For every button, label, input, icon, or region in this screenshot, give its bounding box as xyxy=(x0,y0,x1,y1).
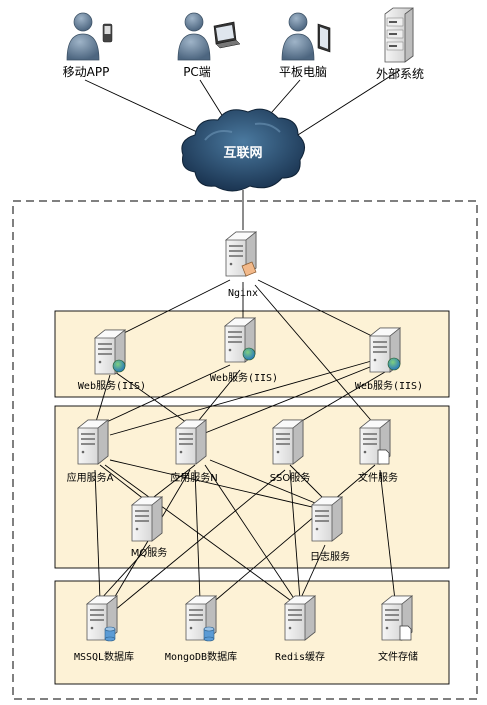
database-server-icon xyxy=(86,595,118,642)
client-mobile-app: 移动APP xyxy=(63,12,113,79)
server-icon xyxy=(175,419,207,465)
file-server-icon xyxy=(381,595,413,641)
file-storage: 文件存储 xyxy=(378,595,418,663)
app-server-n: 应用服务N xyxy=(170,419,218,484)
mq-server-label: MQ服务 xyxy=(131,546,168,559)
gateway-label: Nginx xyxy=(228,288,258,299)
mongodb-database: MongoDB数据库 xyxy=(165,595,237,663)
mq-server: MQ服务 xyxy=(131,496,168,559)
file-service: 文件服务 xyxy=(358,419,398,484)
web-server-icon xyxy=(369,327,401,373)
cloud-label: 互联网 xyxy=(223,146,262,161)
web-server-label: Web服务(IIS) xyxy=(210,371,278,384)
web-server-3: Web服务(IIS) xyxy=(355,327,423,392)
app-server-a: 应用服务A xyxy=(67,419,114,484)
server-icon xyxy=(311,496,343,542)
web-server-1: Web服务(IIS) xyxy=(78,329,146,392)
server-icon xyxy=(225,231,257,277)
user-laptop-icon xyxy=(177,12,241,61)
globe-icon xyxy=(387,357,401,371)
server-icon xyxy=(284,595,316,641)
client-label: PC端 xyxy=(183,65,211,79)
redis-cache: Redis缓存 xyxy=(275,595,325,663)
web-server-icon xyxy=(94,329,126,375)
client-label: 移动APP xyxy=(63,65,110,79)
log-server: 日志服务 xyxy=(310,496,350,563)
web-server-label: Web服务(IIS) xyxy=(78,379,146,392)
file-service-label: 文件服务 xyxy=(358,471,398,484)
sso-server: SSO服务 xyxy=(270,419,311,484)
log-server-label: 日志服务 xyxy=(310,550,350,563)
connection-lines xyxy=(84,69,401,611)
server-icon xyxy=(131,496,163,542)
client-pc: PC端 xyxy=(177,12,241,79)
server-rack-icon xyxy=(384,7,414,63)
user-mobile-icon xyxy=(66,12,113,61)
server-icon xyxy=(272,419,304,465)
data-store-label: MSSQL数据库 xyxy=(74,650,134,663)
mssql-database: MSSQL数据库 xyxy=(74,595,134,663)
client-tablet: 平板电脑 xyxy=(279,12,331,79)
app-server-label: 应用服务N xyxy=(170,471,217,484)
nginx-gateway: Nginx xyxy=(225,231,258,299)
data-store-label: MongoDB数据库 xyxy=(165,650,237,663)
web-server-icon xyxy=(224,317,256,363)
database-server-icon xyxy=(185,595,217,642)
data-store-label: 文件存储 xyxy=(378,650,418,663)
data-store-label: Redis缓存 xyxy=(275,650,325,663)
database-icon xyxy=(104,626,116,642)
web-server-label: Web服务(IIS) xyxy=(355,379,423,392)
globe-icon xyxy=(112,359,126,373)
web-server-2: Web服务(IIS) xyxy=(210,317,278,384)
sso-server-label: SSO服务 xyxy=(270,471,311,484)
internet-cloud: 互联网 xyxy=(181,108,305,192)
document-icon xyxy=(399,625,412,641)
cloud-icon xyxy=(181,108,305,192)
globe-icon xyxy=(242,347,256,361)
client-external-system: 外部系统 xyxy=(376,7,424,81)
client-label: 平板电脑 xyxy=(279,65,327,79)
file-server-icon xyxy=(359,419,391,465)
client-label: 外部系统 xyxy=(376,66,424,81)
database-icon xyxy=(203,626,215,642)
user-tablet-icon xyxy=(281,12,331,61)
server-icon xyxy=(77,419,109,465)
document-icon xyxy=(377,449,390,465)
app-server-label: 应用服务A xyxy=(67,471,114,484)
